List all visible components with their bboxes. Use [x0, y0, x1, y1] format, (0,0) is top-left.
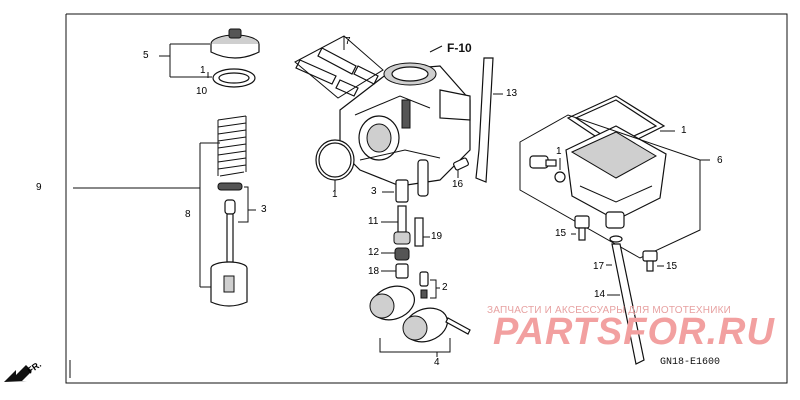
leader-2 — [430, 279, 440, 299]
watermark-site: PARTSFOR.RU — [493, 311, 775, 353]
callout-6: 6 — [717, 155, 723, 166]
callout-17: 17 — [593, 261, 605, 272]
spring-part — [217, 115, 247, 177]
drawing-code: GN18-E1600 — [660, 357, 721, 368]
figure-reference: F-10 — [447, 41, 472, 55]
carburetor-body — [339, 62, 471, 197]
callout-15b: 15 — [666, 261, 678, 272]
leader-8 — [199, 142, 220, 288]
callout-12: 12 — [368, 247, 380, 258]
leader-jets — [381, 191, 430, 272]
leader-7-box — [294, 35, 384, 99]
bowl-screw-right — [642, 250, 658, 272]
drain-screw-part — [529, 155, 566, 183]
callout-3b: 3 — [371, 186, 377, 197]
vent-tube-part — [475, 57, 494, 183]
callout-9: 9 — [36, 182, 42, 193]
throttle-valve-part — [210, 261, 248, 307]
adjust-screws-part — [295, 47, 379, 97]
callout-14: 14 — [594, 289, 606, 300]
float-part — [369, 285, 471, 343]
leader-3-left — [238, 186, 256, 223]
float-valve-part — [419, 271, 429, 299]
diagram-frame — [65, 13, 788, 384]
o-ring-part — [212, 68, 256, 88]
body-gasket-part — [315, 139, 355, 181]
needle-clip-part — [217, 182, 243, 215]
callout-1b: 1 — [332, 189, 338, 200]
callout-11: 11 — [368, 216, 379, 227]
callout-7: 7 — [345, 36, 351, 47]
leader-6-box — [519, 114, 701, 259]
callout-1c: 1 — [681, 125, 687, 136]
callout-13: 13 — [506, 88, 518, 99]
bowl-screw-left — [574, 215, 590, 241]
main-jet-stack — [393, 179, 411, 279]
callout-3a: 3 — [261, 204, 267, 215]
leader-5 — [159, 43, 212, 78]
drain-tube-part — [609, 235, 645, 365]
callout-18: 18 — [368, 266, 380, 277]
callout-2: 2 — [442, 282, 448, 293]
watermark-tagline: ЗАПЧАСТИ И АКСЕССУАРЫ ДЛЯ МОТОТЕХНИКИ — [487, 305, 732, 316]
callout-1d: 1 — [556, 146, 562, 157]
callout-4: 4 — [434, 357, 440, 368]
callout-10: 10 — [196, 86, 208, 97]
callout-5: 5 — [143, 50, 149, 61]
callout-15a: 15 — [555, 228, 567, 239]
callout-19: 19 — [431, 231, 443, 242]
callout-8: 8 — [185, 209, 191, 220]
top-cap-part — [210, 28, 260, 59]
jet-needle-part — [226, 213, 234, 263]
leader-4 — [379, 338, 451, 357]
callout-16: 16 — [452, 179, 464, 190]
pilot-jet-part — [414, 217, 424, 247]
screw-16-part — [453, 157, 469, 171]
callout-1a: 1 — [200, 65, 206, 76]
front-direction-arrow-icon: FR. — [4, 359, 43, 382]
float-chamber-bowl — [565, 125, 667, 229]
